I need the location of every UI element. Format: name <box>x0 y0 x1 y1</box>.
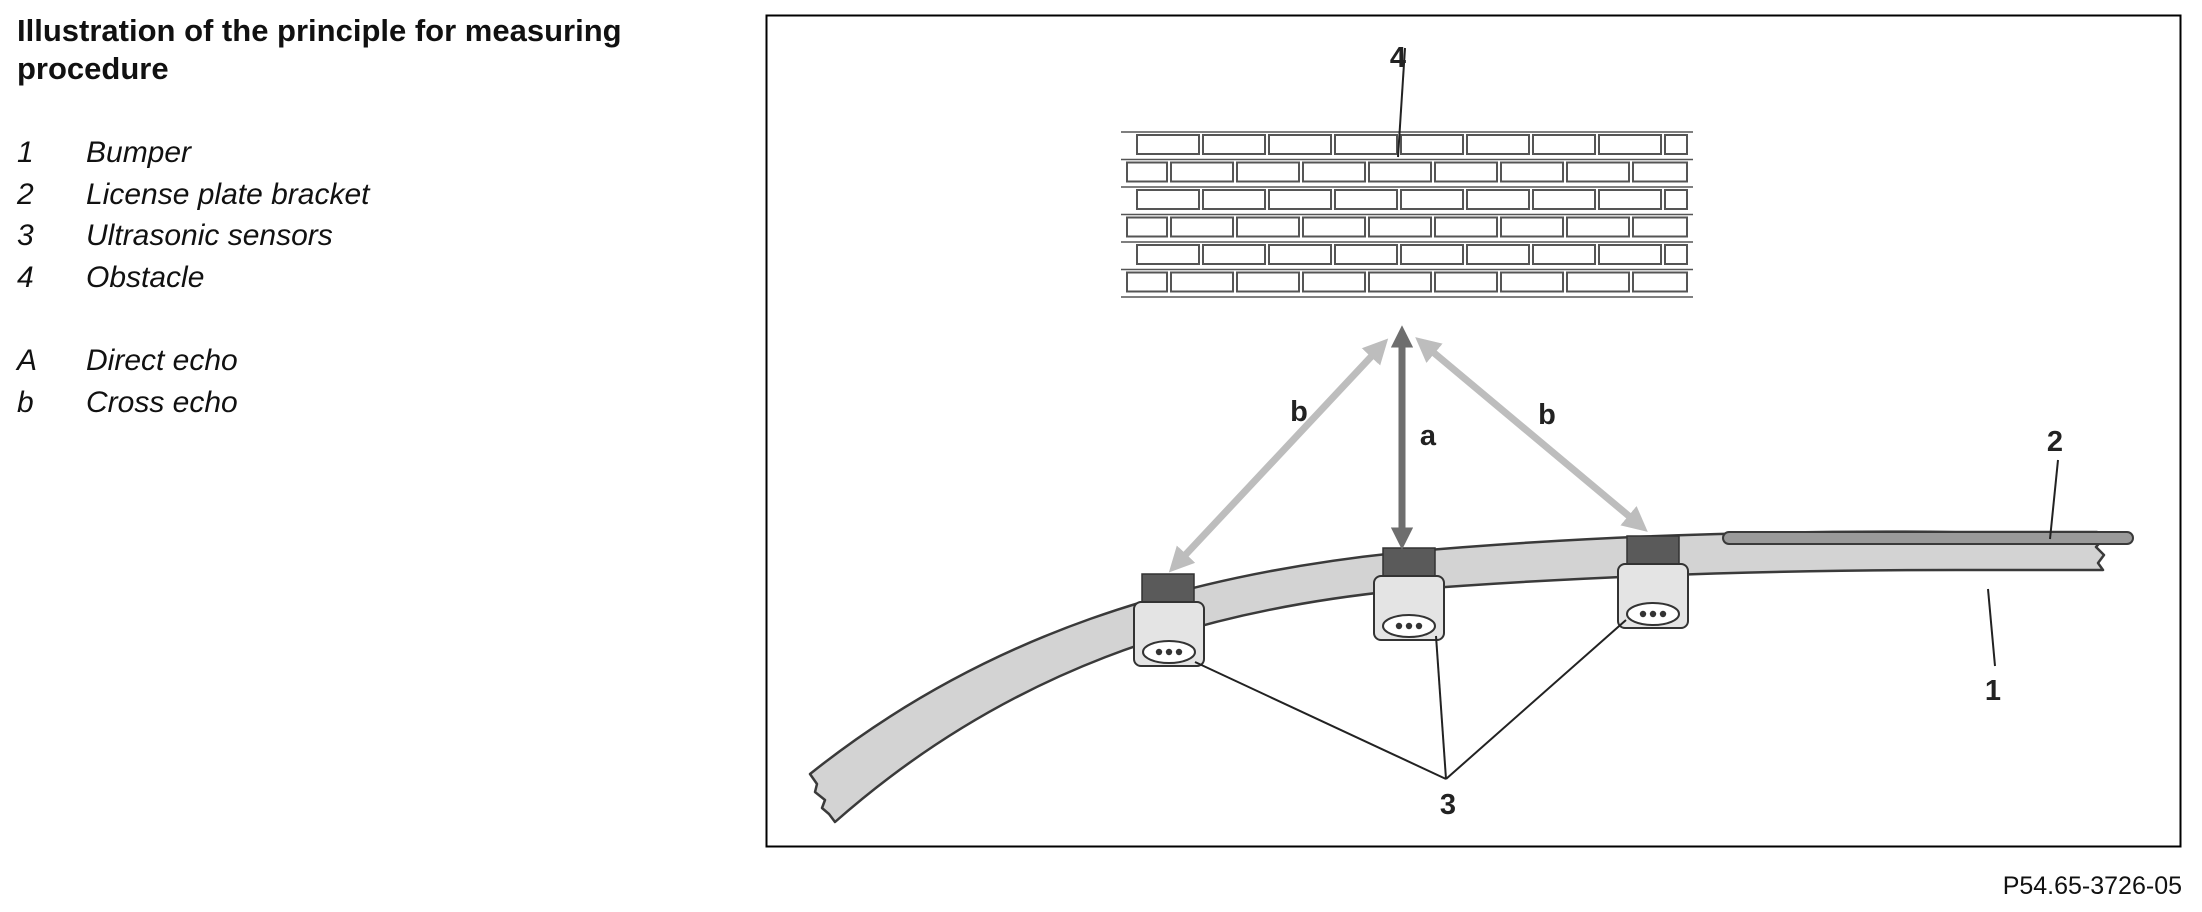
legend-key: 4 <box>17 260 34 294</box>
legend-label: Ultrasonic sensors <box>86 219 333 252</box>
brick <box>1268 134 1332 155</box>
brick <box>1126 271 1168 293</box>
callout-leader-bumper <box>1987 588 1996 667</box>
ultrasonic-sensor-right <box>1617 535 1689 629</box>
brick <box>1500 161 1564 183</box>
callout-sensors: 3 <box>1440 789 1456 821</box>
brick <box>1400 189 1464 210</box>
brick <box>1334 189 1398 210</box>
brick <box>1202 244 1266 265</box>
brick <box>1632 161 1688 183</box>
callout-cross-echo-left: b <box>1290 396 1308 428</box>
callout-direct-echo: a <box>1420 420 1437 452</box>
brick <box>1532 244 1596 265</box>
legend-item-ultrasonic-sensors: 3 Ultrasonic sensors <box>17 215 717 257</box>
brick <box>1136 244 1200 265</box>
brick <box>1202 189 1266 210</box>
legend-key: 1 <box>17 136 34 169</box>
brick <box>1126 161 1168 183</box>
diagram-svg: 4 2 1 3 a b b <box>765 14 2182 848</box>
brick <box>1664 189 1688 210</box>
figure-id: P54.65-3726-05 <box>2002 872 2182 900</box>
brick <box>1302 161 1366 183</box>
legend-label: Obstacle <box>86 260 205 294</box>
ultrasonic-sensor-left <box>1133 573 1205 667</box>
brick <box>1500 216 1564 238</box>
brick <box>1302 216 1366 238</box>
brick <box>1566 271 1630 293</box>
brick <box>1664 244 1688 265</box>
legend-label: Direct echo <box>86 344 238 377</box>
ultrasonic-sensor-center <box>1373 547 1445 641</box>
legend-key: 3 <box>17 219 34 252</box>
brick <box>1268 189 1332 210</box>
legend-item-obstacle: 4 Obstacle <box>17 257 717 299</box>
brick <box>1368 271 1432 293</box>
brick <box>1202 134 1266 155</box>
brick <box>1400 134 1464 155</box>
brick <box>1466 189 1530 210</box>
brick <box>1302 271 1366 293</box>
legend-item-license-plate-bracket: 2 License plate bracket <box>17 174 717 216</box>
callout-leader-sensor-center <box>1435 635 1447 780</box>
callout-leader-bracket <box>2049 459 2059 540</box>
callout-leader-sensor-left <box>1194 661 1447 780</box>
brick <box>1532 134 1596 155</box>
legend-gap <box>17 298 717 340</box>
brick <box>1598 244 1662 265</box>
callout-leader-sensor-right <box>1445 619 1627 780</box>
brick <box>1170 216 1234 238</box>
license-plate-bracket <box>1722 531 2134 545</box>
brick <box>1434 216 1498 238</box>
brick <box>1368 216 1432 238</box>
cross-echo-arrow-left <box>1168 338 1389 573</box>
brick <box>1466 244 1530 265</box>
brick <box>1566 216 1630 238</box>
brick <box>1434 271 1498 293</box>
brick <box>1632 216 1688 238</box>
brick <box>1334 244 1398 265</box>
legend-item-bumper: 1 Bumper <box>17 132 717 174</box>
page-title: Illustration of the principle for measur… <box>17 13 622 86</box>
legend-key: b <box>17 385 34 419</box>
legend-key: A <box>17 344 38 377</box>
brick <box>1170 161 1234 183</box>
brick <box>1126 216 1168 238</box>
callout-leader-obstacle <box>1397 47 1406 158</box>
brick <box>1598 134 1662 155</box>
brick <box>1170 271 1234 293</box>
legend-item-cross-echo: b Cross echo <box>17 382 717 424</box>
brick <box>1500 271 1564 293</box>
legend-label: License plate bracket <box>86 177 370 211</box>
callout-bumper: 1 <box>1985 675 2001 707</box>
brick <box>1434 161 1498 183</box>
brick <box>1632 271 1688 293</box>
cross-echo-arrow-right <box>1415 337 1648 532</box>
callout-obstacle: 4 <box>1390 42 1406 74</box>
callout-bracket: 2 <box>2047 426 2063 458</box>
brick <box>1598 189 1662 210</box>
brick <box>1400 244 1464 265</box>
bumper <box>808 530 2106 824</box>
brick <box>1334 134 1398 155</box>
callout-cross-echo-right: b <box>1538 399 1556 431</box>
brick <box>1136 134 1200 155</box>
legend-key: 2 <box>17 177 34 211</box>
legend-label: Bumper <box>86 136 192 169</box>
brick <box>1236 216 1300 238</box>
brick <box>1368 161 1432 183</box>
brick <box>1236 271 1300 293</box>
brick <box>1236 161 1300 183</box>
brick <box>1136 189 1200 210</box>
brick <box>1268 244 1332 265</box>
brick <box>1664 134 1688 155</box>
legend-label: Cross echo <box>86 385 238 419</box>
brick <box>1566 161 1630 183</box>
brick <box>1532 189 1596 210</box>
legend-item-direct-echo: A Direct echo <box>17 340 717 382</box>
diagram-figure: 4 2 1 3 a b b <box>765 14 2182 848</box>
obstacle-brick-wall <box>1121 131 1693 298</box>
brick <box>1466 134 1530 155</box>
legend: 1 Bumper 2 License plate bracket 3 Ultra… <box>17 132 717 423</box>
